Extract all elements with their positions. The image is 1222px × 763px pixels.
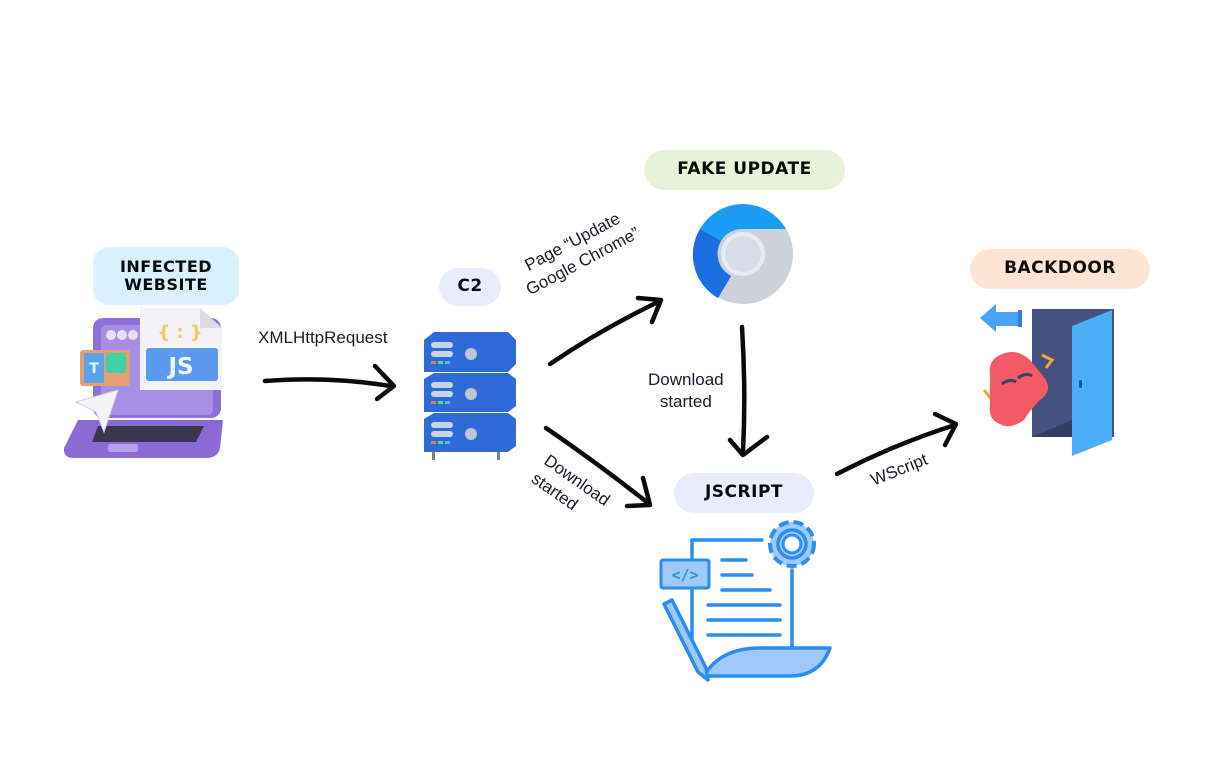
arrow-wscript	[834, 411, 959, 477]
xmlhttprequest-label: XMLHttpRequest	[258, 328, 388, 347]
download-label-line2: started	[659, 392, 712, 411]
arrow-download-c2	[543, 425, 653, 509]
backdoor-label: BACKDOOR	[970, 249, 1150, 289]
arrow-page-update	[547, 295, 664, 367]
jscript-label: JSCRIPT	[674, 473, 814, 513]
download-started-label-right: Download started	[648, 369, 724, 413]
c2-label: C2	[439, 268, 501, 306]
infected-website-label: INFECTED WEBSITE	[93, 247, 239, 305]
arrow-download-chrome	[727, 324, 770, 458]
infected-website-label-line2: WEBSITE	[124, 275, 208, 294]
fake-update-label: FAKE UPDATE	[644, 150, 845, 190]
arrow-xmlhttp	[262, 363, 397, 402]
download-label-line1: Download	[648, 370, 724, 389]
infected-website-label-line1: INFECTED	[119, 256, 213, 276]
